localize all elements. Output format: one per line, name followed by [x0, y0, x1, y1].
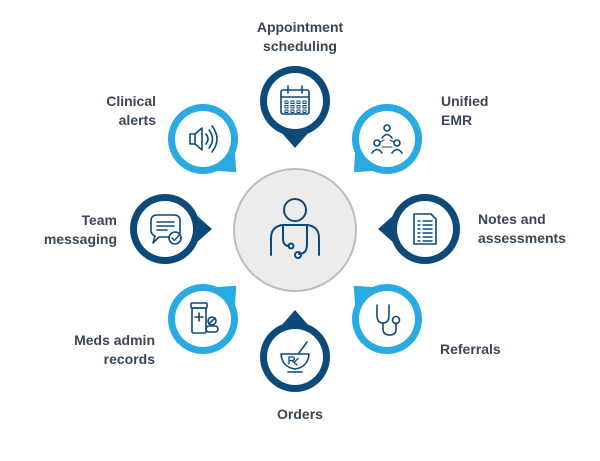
doctor-stethoscope-icon	[270, 198, 320, 259]
node-unified-emr	[352, 104, 422, 174]
node-layer	[130, 66, 460, 392]
node-team-messaging	[130, 194, 212, 264]
label-clinical-alerts: Clinical alerts	[106, 92, 156, 130]
node-inner	[267, 73, 323, 129]
node-inner	[267, 329, 323, 385]
node-meds-admin-records	[168, 284, 238, 354]
label-meds-admin-records: Meds admin records	[74, 331, 155, 369]
center-circle	[233, 168, 357, 292]
label-line: Team	[81, 212, 117, 228]
label-line: Notes and	[478, 211, 546, 227]
node-inner	[359, 111, 415, 167]
label-line: scheduling	[263, 38, 337, 54]
label-line: Referrals	[440, 341, 501, 357]
label-line: Meds admin	[74, 332, 155, 348]
calendar-icon	[280, 85, 310, 115]
label-referrals: Referrals	[440, 340, 501, 359]
label-line: assessments	[478, 230, 566, 246]
label-line: Clinical	[106, 93, 156, 109]
people-network-icon	[371, 124, 403, 154]
document-icon	[413, 213, 437, 245]
center-hub	[233, 168, 357, 292]
node-inner	[137, 201, 193, 257]
node-orders	[260, 310, 330, 392]
label-line: EMR	[441, 112, 473, 128]
node-referrals	[352, 284, 422, 354]
label-notes-and-assessments: Notes and assessments	[478, 210, 566, 248]
chat-bubble-check-icon	[150, 214, 182, 245]
label-appointment-scheduling: Appointment scheduling	[257, 18, 343, 56]
label-line: Unified	[441, 93, 489, 109]
label-line: messaging	[43, 231, 117, 247]
node-appointment-scheduling	[260, 66, 330, 148]
node-inner	[175, 291, 231, 347]
pill-bottle-icon	[190, 302, 219, 334]
label-orders: Orders	[277, 405, 323, 424]
label-line: records	[103, 351, 155, 367]
stethoscope-icon	[376, 304, 401, 336]
label-line: alerts	[118, 112, 156, 128]
node-notes-and-assessments	[378, 194, 460, 264]
mortar-pestle-rx-icon	[280, 341, 310, 373]
node-inner	[175, 111, 231, 167]
speaker-alert-icon	[189, 125, 218, 153]
node-inner	[359, 291, 415, 347]
label-line: Orders	[277, 406, 323, 422]
label-team-messaging: Team messaging	[44, 211, 117, 249]
label-line: Appointment	[256, 19, 344, 35]
node-clinical-alerts	[168, 104, 238, 174]
